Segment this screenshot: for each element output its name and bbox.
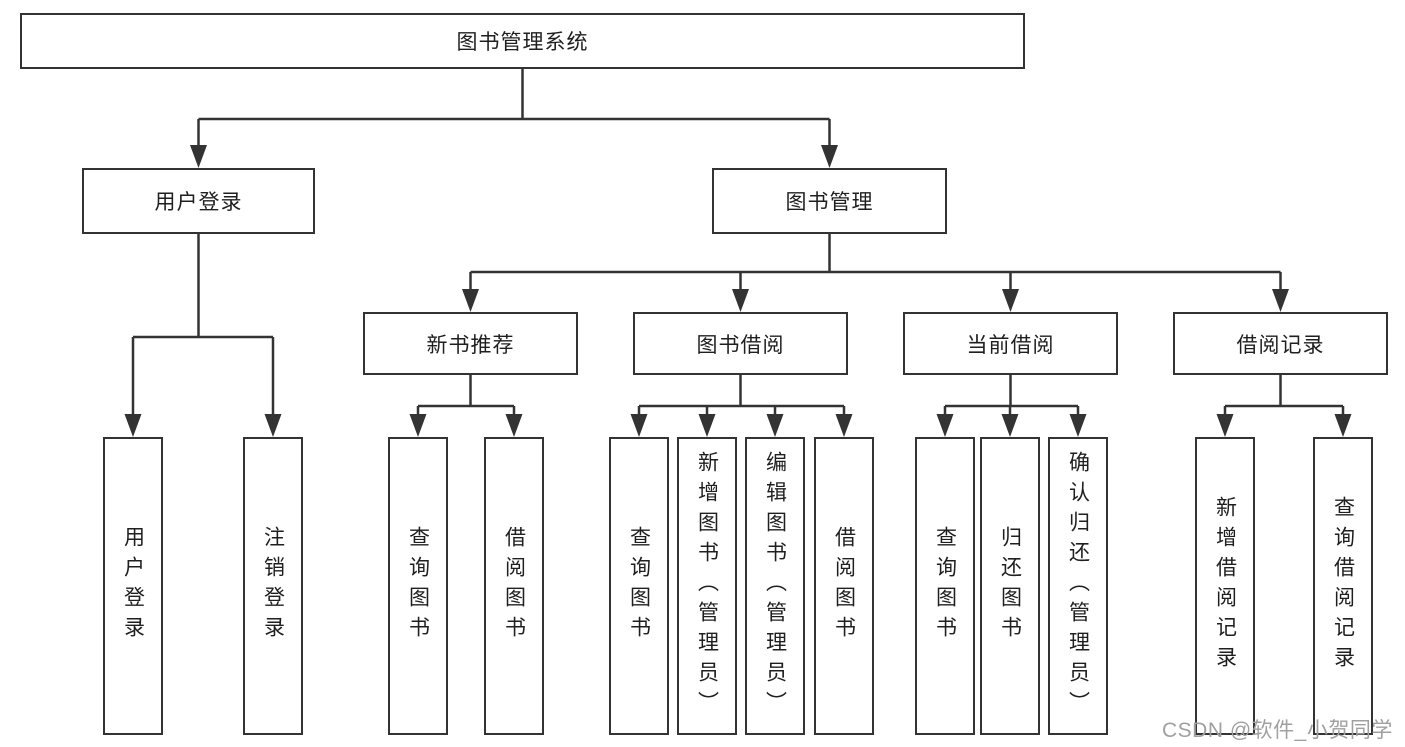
csdn-watermark: CSDN @软件_小贺同学 xyxy=(1162,719,1393,742)
node-borrow-records: 借阅记录 xyxy=(1173,312,1388,375)
node-borrow-records-label: 借阅记录 xyxy=(1236,333,1325,357)
leaf-borrow-book-2: 借阅图书 xyxy=(814,437,874,735)
leaf-add-borrow-record-label: 新增借阅记录 xyxy=(1213,496,1237,676)
node-new-book-recommend: 新书推荐 xyxy=(363,312,578,375)
leaf-add-borrow-record: 新增借阅记录 xyxy=(1195,437,1255,735)
leaf-user-login: 用户登录 xyxy=(103,437,163,735)
leaf-borrow-book-2-label: 借阅图书 xyxy=(832,526,856,646)
leaf-query-book-1: 查询图书 xyxy=(388,437,448,735)
node-current-borrow-label: 当前借阅 xyxy=(966,333,1055,357)
leaf-query-book-3-label: 查询图书 xyxy=(933,526,957,646)
leaf-query-book-2: 查询图书 xyxy=(609,437,669,735)
node-book-borrow: 图书借阅 xyxy=(633,312,848,375)
leaf-query-book-2-label: 查询图书 xyxy=(627,526,651,646)
node-new-book-recommend-label: 新书推荐 xyxy=(426,333,515,357)
leaf-edit-book-admin: 编辑图书（管理员） xyxy=(745,437,805,735)
leaf-confirm-return-admin-label: 确认归还（管理员） xyxy=(1066,451,1090,721)
leaf-query-book-3: 查询图书 xyxy=(915,437,975,735)
leaf-add-book-admin-label: 新增图书（管理员） xyxy=(695,451,719,721)
node-root-label: 图书管理系统 xyxy=(456,31,589,54)
node-root: 图书管理系统 xyxy=(20,13,1025,69)
node-book-borrow-label: 图书借阅 xyxy=(696,333,785,357)
leaf-user-login-label: 用户登录 xyxy=(121,526,145,646)
node-book-management-label: 图书管理 xyxy=(785,191,874,214)
leaf-query-borrow-record: 查询借阅记录 xyxy=(1313,437,1373,735)
leaf-edit-book-admin-label: 编辑图书（管理员） xyxy=(763,451,787,721)
node-user-login: 用户登录 xyxy=(82,168,315,234)
leaf-return-book-label: 归还图书 xyxy=(998,526,1022,646)
leaf-confirm-return-admin: 确认归还（管理员） xyxy=(1048,437,1108,735)
node-user-login-label: 用户登录 xyxy=(154,191,243,214)
leaf-logout: 注销登录 xyxy=(243,437,303,735)
leaf-return-book: 归还图书 xyxy=(980,437,1040,735)
leaf-query-book-1-label: 查询图书 xyxy=(406,526,430,646)
leaf-borrow-book-1-label: 借阅图书 xyxy=(502,526,526,646)
leaf-borrow-book-1: 借阅图书 xyxy=(484,437,544,735)
leaf-logout-label: 注销登录 xyxy=(261,526,285,646)
leaf-query-borrow-record-label: 查询借阅记录 xyxy=(1331,496,1355,676)
node-current-borrow: 当前借阅 xyxy=(903,312,1118,375)
node-book-management: 图书管理 xyxy=(712,168,947,234)
leaf-add-book-admin: 新增图书（管理员） xyxy=(677,437,737,735)
